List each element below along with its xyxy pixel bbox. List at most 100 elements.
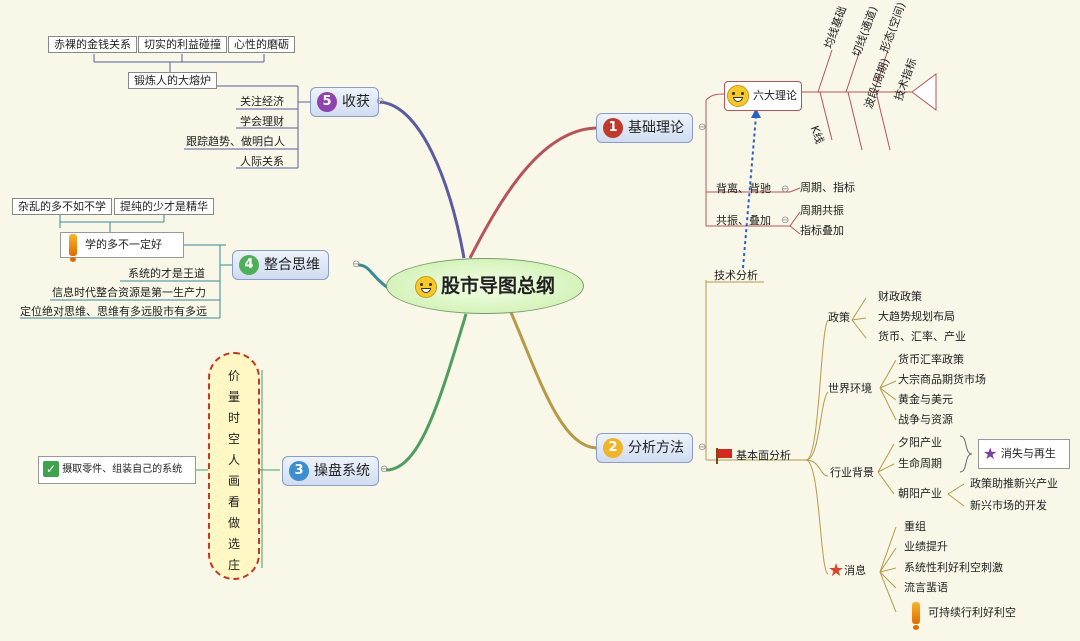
central-topic-label: 股市导图总纲 [440, 275, 555, 297]
six-theories-node[interactable]: 六大理论 [724, 81, 802, 111]
branch4-item[interactable]: 系统的才是王道 [128, 267, 205, 280]
callout-label: 消失与再生 [1000, 447, 1056, 460]
news-warning[interactable]: 可持续行利好利空 [912, 602, 1016, 630]
red-flag-icon [714, 448, 734, 464]
world-item[interactable]: 战争与资源 [898, 413, 953, 426]
world-item[interactable]: 黄金与美元 [898, 393, 953, 406]
collapse-icon[interactable]: ⊖ [698, 122, 707, 133]
factor-item[interactable]: 价 [227, 369, 240, 383]
divergence-node[interactable]: 背离、背驰 [716, 182, 771, 195]
purple-star-icon: ★ [983, 444, 998, 463]
factor-item[interactable]: 庄 [227, 558, 240, 572]
branch2-connector [508, 309, 597, 450]
policy-item[interactable]: 财政政策 [878, 290, 922, 303]
technical-analysis-node[interactable]: 技术分析 [714, 269, 758, 282]
number-2-icon: 2 [603, 438, 623, 458]
policy-node[interactable]: 政策 [828, 311, 850, 324]
world-environment-node[interactable]: 世界环境 [828, 382, 872, 395]
exclamation-icon [912, 602, 920, 630]
branch3-label: 操盘系统 [314, 463, 370, 479]
branch5-top-box[interactable]: 赤裸的金钱关系 [48, 36, 137, 53]
branch4-top-box[interactable]: 杂乱的多不如不学 [12, 198, 112, 215]
factor-item[interactable]: 空 [227, 432, 240, 446]
six-theories-label: 六大理论 [753, 89, 797, 102]
red-star-icon: ★ [828, 560, 845, 581]
branch5-item[interactable]: 关注经济 [240, 95, 284, 108]
divergence-child[interactable]: 周期、指标 [800, 181, 855, 194]
technical-to-six-theories-arrow [742, 115, 757, 269]
news-item[interactable]: 流言蜚语 [904, 581, 948, 594]
fundamental-analysis-label: 基本面分析 [736, 449, 791, 462]
policy-item[interactable]: 大趋势规划布局 [878, 310, 955, 323]
world-item[interactable]: 大宗商品期货市场 [898, 373, 986, 386]
branch2-label: 分析方法 [628, 440, 684, 456]
furnace-node[interactable]: 锻炼人的大熔炉 [128, 72, 217, 89]
smile-icon [414, 275, 437, 298]
news-warning-label: 可持续行利好利空 [928, 606, 1016, 619]
sunrise-item[interactable]: 新兴市场的开发 [970, 499, 1047, 512]
branch5-label: 收获 [342, 94, 370, 110]
policy-item[interactable]: 货币、汇率、产业 [878, 330, 966, 343]
branch4-connector [357, 263, 389, 290]
factor-item[interactable]: 看 [227, 495, 240, 509]
factor-item[interactable]: 人 [227, 453, 240, 467]
branch2-topic[interactable]: 2 分析方法 [596, 433, 693, 463]
branch4-label: 整合思维 [264, 257, 320, 273]
number-3-icon: 3 [289, 461, 309, 481]
resonance-child-1[interactable]: 周期共振 [800, 204, 844, 217]
branch4-item[interactable]: 信息时代整合资源是第一生产力 [52, 286, 206, 299]
system-note-label: 摄取零件、组装自己的系统 [62, 464, 183, 475]
number-5-icon: 5 [317, 92, 337, 112]
collapse-icon[interactable]: ⊖ [781, 215, 790, 226]
branch5-item[interactable]: 人际关系 [240, 155, 284, 168]
trading-factors-group [208, 352, 260, 580]
branch4-item[interactable]: 定位绝对思维、思维有多远股市有多远 [20, 305, 207, 318]
checkmark-icon: ✓ [43, 461, 59, 477]
factor-item[interactable]: 时 [227, 411, 240, 425]
industry-item[interactable]: 生命周期 [898, 457, 942, 470]
branch4-warning-label: 学的多不一定好 [85, 238, 162, 251]
collapse-icon[interactable]: ⊖ [352, 259, 361, 270]
sunrise-item[interactable]: 政策助推新兴产业 [970, 477, 1058, 490]
branch5-item[interactable]: 学会理财 [240, 115, 284, 128]
central-topic[interactable]: 股市导图总纲 [386, 258, 584, 314]
world-item[interactable]: 货币汇率政策 [898, 353, 964, 366]
branch1-label: 基础理论 [628, 120, 684, 136]
resonance-child-2[interactable]: 指标叠加 [800, 224, 844, 237]
factor-item[interactable]: 量 [227, 390, 240, 404]
news-item[interactable]: 业绩提升 [904, 540, 948, 553]
collapse-icon[interactable]: ⊖ [376, 96, 385, 107]
branch3-connector [385, 313, 468, 472]
industry-item[interactable]: 夕阳产业 [898, 436, 942, 449]
branch5-top-box[interactable]: 心性的磨砺 [228, 36, 295, 53]
news-node[interactable]: ★消息 [828, 562, 867, 580]
news-label: 消息 [844, 564, 867, 577]
resonance-node[interactable]: 共振、叠加 [716, 214, 771, 227]
news-item[interactable]: 系统性利好利空刺激 [904, 561, 1003, 574]
branch4-warning[interactable]: 学的多不一定好 [60, 232, 184, 262]
branch5-top-box[interactable]: 切实的利益碰撞 [138, 36, 227, 53]
system-note[interactable]: ✓ 摄取零件、组装自己的系统 [38, 456, 196, 484]
branch4-top-box[interactable]: 提纯的少才是精华 [114, 198, 214, 215]
factor-item[interactable]: 做 [227, 516, 240, 530]
branch4-topic[interactable]: 4 整合思维 [232, 250, 329, 280]
number-1-icon: 1 [603, 118, 623, 138]
industry-node[interactable]: 行业背景 [830, 466, 874, 479]
branch3-topic[interactable]: 3 操盘系统 [282, 456, 379, 486]
branch1-topic[interactable]: 1 基础理论 [596, 113, 693, 143]
collapse-icon[interactable]: ⊖ [380, 464, 389, 475]
smile-icon [727, 85, 749, 107]
collapse-icon[interactable]: ⊖ [698, 442, 707, 453]
factor-item[interactable]: 选 [227, 537, 240, 551]
branch5-connector [379, 100, 466, 259]
branch5-topic[interactable]: 5 收获 [310, 87, 379, 117]
news-item[interactable]: 重组 [904, 520, 926, 533]
number-4-icon: 4 [239, 255, 259, 275]
factor-item[interactable]: 画 [227, 474, 240, 488]
collapse-icon[interactable]: ⊖ [781, 184, 790, 195]
branch5-item[interactable]: 跟踪趋势、做明白人 [186, 135, 285, 148]
sunrise-industry-node[interactable]: 朝阳产业 [898, 487, 942, 500]
callout-node[interactable]: ★ 消失与再生 [978, 439, 1070, 469]
fundamental-analysis-node[interactable]: 基本面分析 [714, 448, 791, 464]
